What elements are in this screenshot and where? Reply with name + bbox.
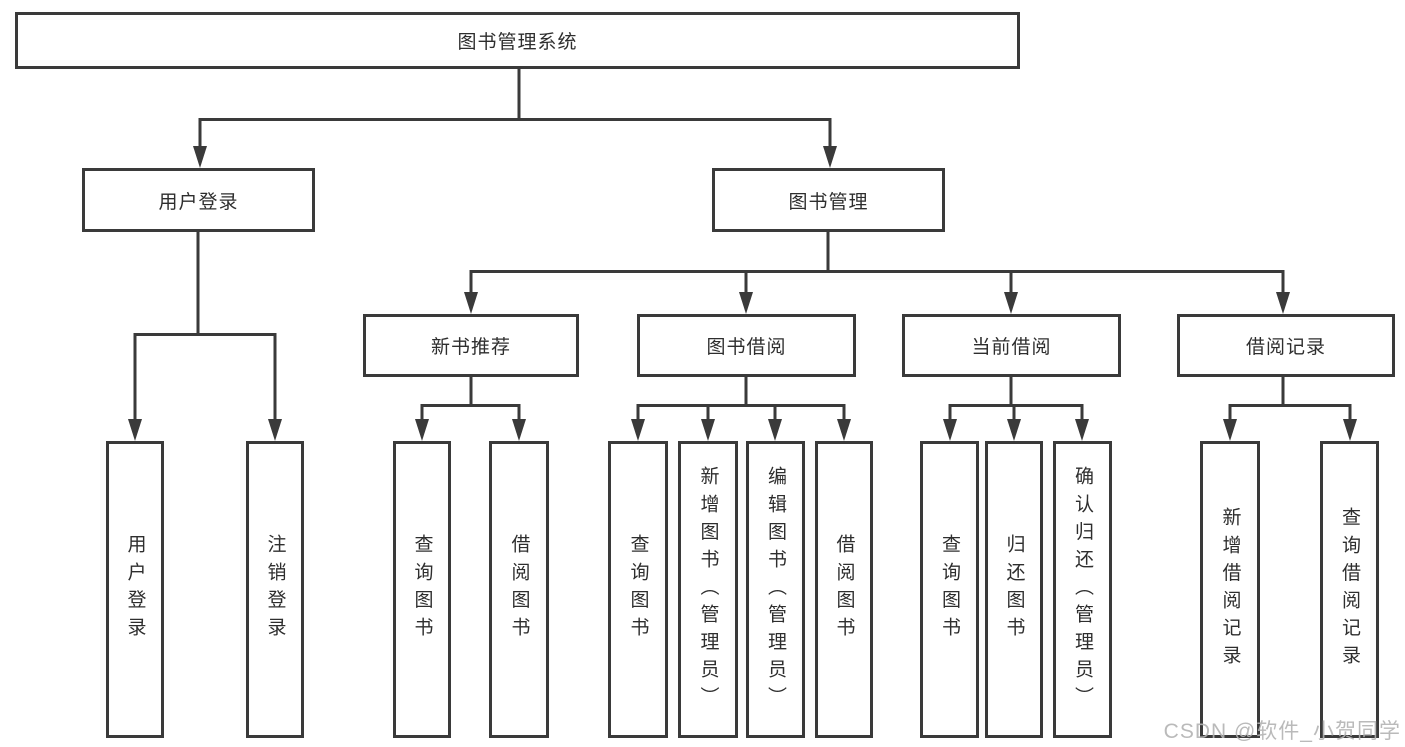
leaf-borrow-books-borrowing: 借阅图书 (815, 441, 873, 738)
leaf-add-books-admin: 新增图书（管理员） (678, 441, 738, 738)
leaf-query-books-recommend: 查询图书 (393, 441, 451, 738)
leaf-user-login: 用户登录 (106, 441, 164, 738)
leaf-query-borrow-record: 查询借阅记录 (1320, 441, 1379, 738)
leaf-logout: 注销登录 (246, 441, 304, 738)
node-book-borrowing: 图书借阅 (637, 314, 856, 377)
node-new-book-recommend: 新书推荐 (363, 314, 579, 377)
node-borrowing-records: 借阅记录 (1177, 314, 1395, 377)
node-book-management: 图书管理 (712, 168, 945, 232)
leaf-query-books-borrowing: 查询图书 (608, 441, 668, 738)
leaf-confirm-return-admin: 确认归还（管理员） (1053, 441, 1112, 738)
node-user-login: 用户登录 (82, 168, 315, 232)
leaf-edit-books-admin: 编辑图书（管理员） (746, 441, 805, 738)
leaf-return-books: 归还图书 (985, 441, 1043, 738)
leaf-borrow-books-recommend: 借阅图书 (489, 441, 549, 738)
leaf-query-books-current: 查询图书 (920, 441, 979, 738)
node-library-management-system: 图书管理系统 (15, 12, 1020, 69)
node-current-borrowing: 当前借阅 (902, 314, 1121, 377)
leaf-add-borrow-record: 新增借阅记录 (1200, 441, 1260, 738)
